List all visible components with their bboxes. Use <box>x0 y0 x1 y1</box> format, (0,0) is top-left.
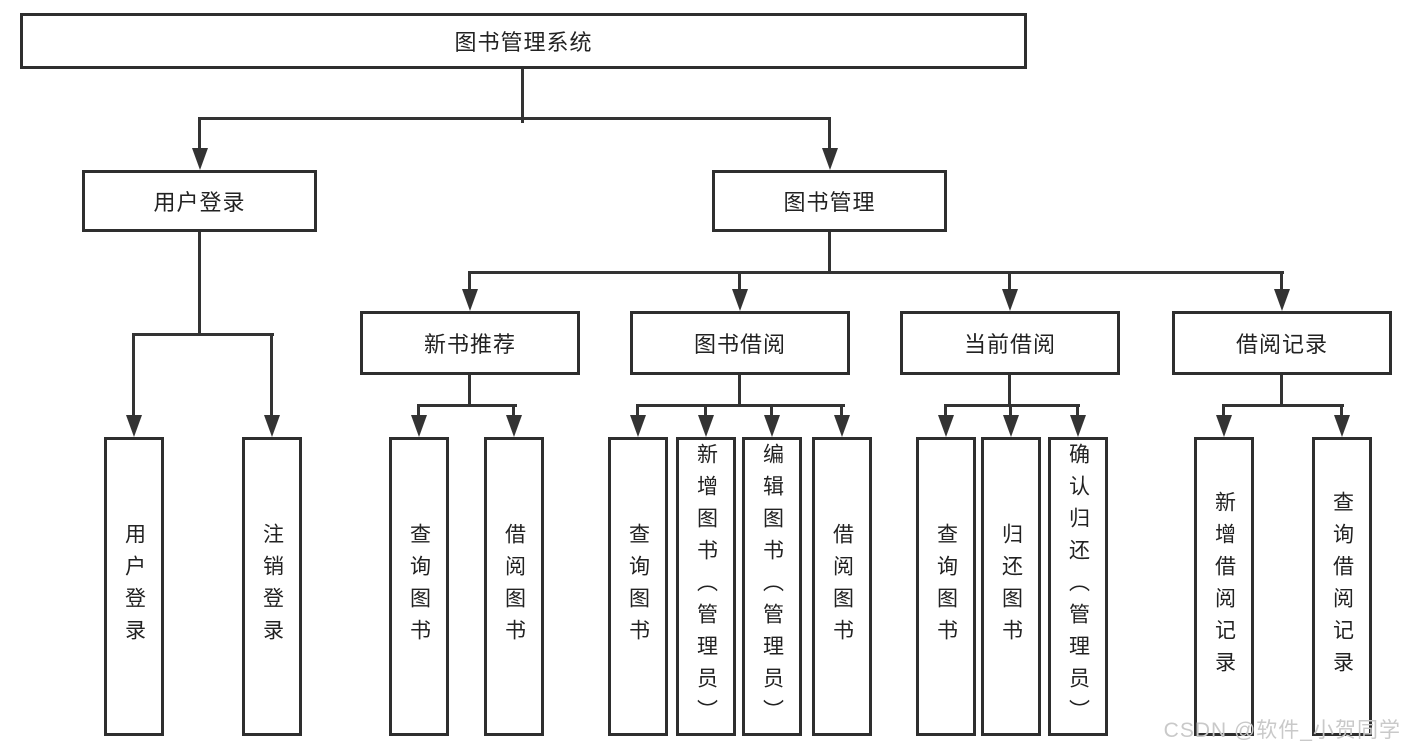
node-borrow-records: 借阅记录 <box>1172 311 1392 375</box>
node-leaf-add-book-admin: 新增图书（管理员） <box>676 437 736 736</box>
connector-line <box>417 404 420 417</box>
node-leaf-query-book-current: 查询图书 <box>916 437 976 736</box>
arrowhead <box>264 415 280 437</box>
node-book-borrow: 图书借阅 <box>630 311 850 375</box>
connector-line <box>134 333 274 336</box>
connector-line <box>1224 404 1344 407</box>
arrowhead <box>698 415 714 437</box>
node-current-borrow: 当前借阅 <box>900 311 1120 375</box>
node-leaf-edit-book-admin: 编辑图书（管理员） <box>742 437 802 736</box>
arrowhead <box>822 148 838 170</box>
arrowhead <box>764 415 780 437</box>
arrowhead <box>1216 415 1232 437</box>
connector-line <box>1008 375 1011 406</box>
node-leaf-logout: 注销登录 <box>242 437 302 736</box>
arrowhead <box>411 415 427 437</box>
arrowhead <box>938 415 954 437</box>
connector-line <box>828 232 831 273</box>
node-leaf-user-login: 用户登录 <box>104 437 164 736</box>
node-root: 图书管理系统 <box>20 13 1027 69</box>
watermark-text: CSDN @软件_小贺同学 <box>1163 719 1401 742</box>
connector-line <box>704 404 707 417</box>
connector-line <box>738 271 741 291</box>
arrowhead <box>1002 289 1018 311</box>
connector-line <box>468 271 471 291</box>
connector-line <box>512 404 515 417</box>
connector-line <box>738 375 741 406</box>
node-leaf-return-book: 归还图书 <box>981 437 1041 736</box>
connector-line <box>638 404 845 407</box>
arrowhead <box>1003 415 1019 437</box>
connector-line <box>198 117 201 150</box>
arrowhead <box>834 415 850 437</box>
connector-line <box>946 404 1080 407</box>
arrowhead <box>462 289 478 311</box>
connector-line <box>840 404 843 417</box>
arrowhead <box>506 415 522 437</box>
node-leaf-borrow-book: 借阅图书 <box>812 437 872 736</box>
arrowhead <box>732 289 748 311</box>
connector-line <box>521 69 524 123</box>
connector-line <box>198 117 831 120</box>
node-new-book-rec: 新书推荐 <box>360 311 580 375</box>
arrowhead <box>1070 415 1086 437</box>
connector-line <box>198 232 201 335</box>
node-leaf-borrow-book-rec: 借阅图书 <box>484 437 544 736</box>
connector-line <box>828 117 831 150</box>
connector-line <box>770 404 773 417</box>
connector-line <box>1008 271 1011 291</box>
connector-line <box>1280 375 1283 406</box>
arrowhead <box>630 415 646 437</box>
connector-line <box>470 271 1284 274</box>
arrowhead <box>126 415 142 437</box>
connector-line <box>1076 404 1079 417</box>
connector-line <box>468 375 471 406</box>
node-book-mgmt: 图书管理 <box>712 170 947 232</box>
arrowhead <box>192 148 208 170</box>
connector-line <box>419 404 517 407</box>
connector-line <box>1009 404 1012 417</box>
node-leaf-confirm-return-admin: 确认归还（管理员） <box>1048 437 1108 736</box>
connector-line <box>1340 404 1343 417</box>
connector-line <box>636 404 639 417</box>
connector-line <box>270 333 273 417</box>
connector-line <box>1280 271 1283 291</box>
node-leaf-query-borrow-record: 查询借阅记录 <box>1312 437 1372 736</box>
node-leaf-query-book-borrow: 查询图书 <box>608 437 668 736</box>
arrowhead <box>1274 289 1290 311</box>
connector-line <box>1222 404 1225 417</box>
node-user-login: 用户登录 <box>82 170 317 232</box>
connector-line <box>132 333 135 417</box>
node-leaf-query-book-rec: 查询图书 <box>389 437 449 736</box>
node-leaf-add-borrow-record: 新增借阅记录 <box>1194 437 1254 736</box>
connector-line <box>944 404 947 417</box>
arrowhead <box>1334 415 1350 437</box>
